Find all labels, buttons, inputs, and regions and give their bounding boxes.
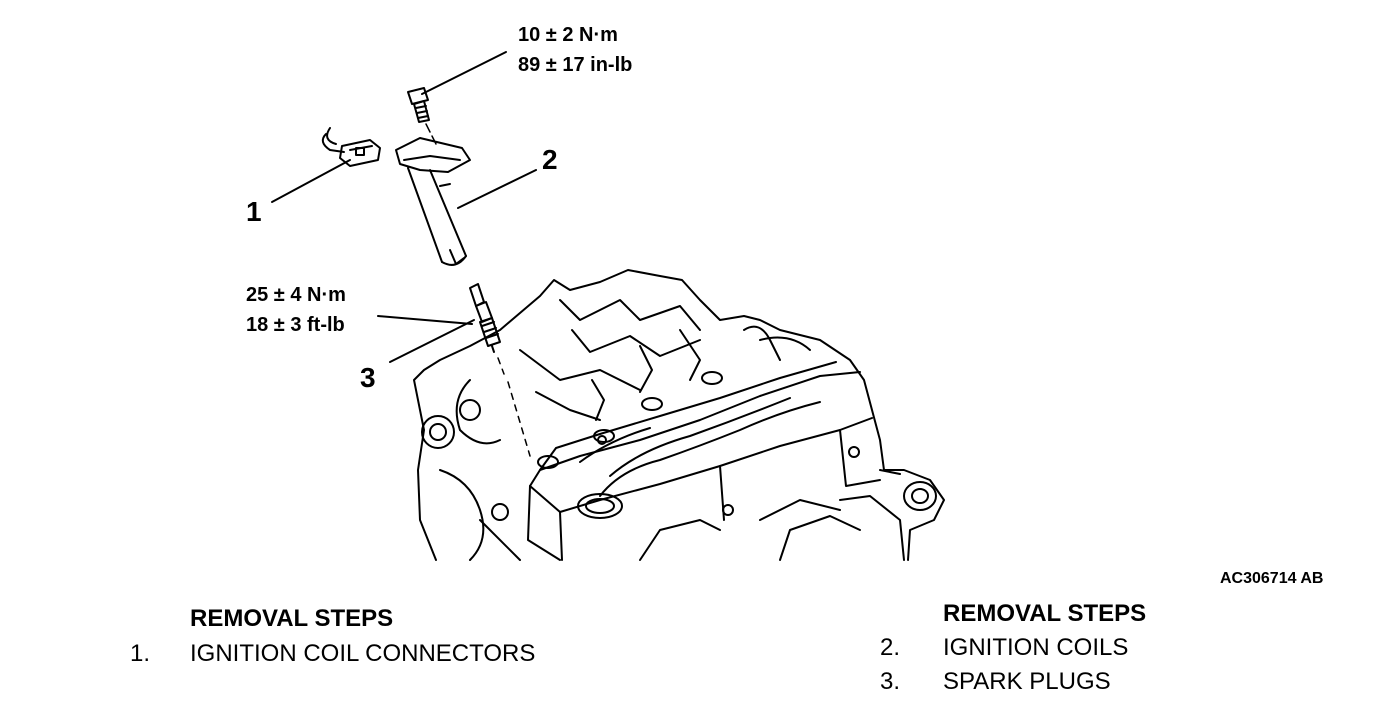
callout-2: 2 xyxy=(542,144,558,175)
step-label: IGNITION COILS xyxy=(943,634,1129,661)
callout-1: 1 xyxy=(246,196,262,227)
step-number: 2. xyxy=(880,634,901,661)
spark-plug xyxy=(469,283,531,457)
bolt-torque-spec: 10 ± 2 N·m 89 ± 17 in-lb xyxy=(518,20,632,80)
step-label: IGNITION COIL CONNECTORS xyxy=(190,640,536,667)
step-label: SPARK PLUGS xyxy=(943,668,1111,695)
coil-connector xyxy=(321,127,381,167)
removal-steps-heading-left: REMOVAL STEPS xyxy=(190,605,394,632)
step-number: 1. xyxy=(130,640,151,667)
callout-1-leader xyxy=(271,159,351,203)
bolt-torque-metric: 10 ± 2 N·m xyxy=(518,24,618,46)
bolt-leader-line xyxy=(421,51,507,95)
callout-2-leader xyxy=(457,169,537,209)
coil-bolt xyxy=(407,87,437,145)
callout-3-leader xyxy=(389,319,475,363)
engine-block xyxy=(413,269,945,561)
callout-3: 3 xyxy=(360,362,376,393)
bolt-torque-imperial: 89 ± 17 in-lb xyxy=(518,54,633,76)
step-number: 3. xyxy=(880,668,901,695)
figure-id: AC306714 AB xyxy=(1220,570,1324,587)
ignition-coil xyxy=(395,137,471,266)
spark-plug-torque-imperial: 18 ± 3 ft-lb xyxy=(246,314,345,336)
spark-plug-torque-metric: 25 ± 4 N·m xyxy=(246,284,346,306)
plug-torque-leader xyxy=(377,315,473,325)
spark-plug-torque-spec: 25 ± 4 N·m 18 ± 3 ft-lb xyxy=(246,280,346,340)
removal-steps-heading-right: REMOVAL STEPS xyxy=(943,600,1147,627)
